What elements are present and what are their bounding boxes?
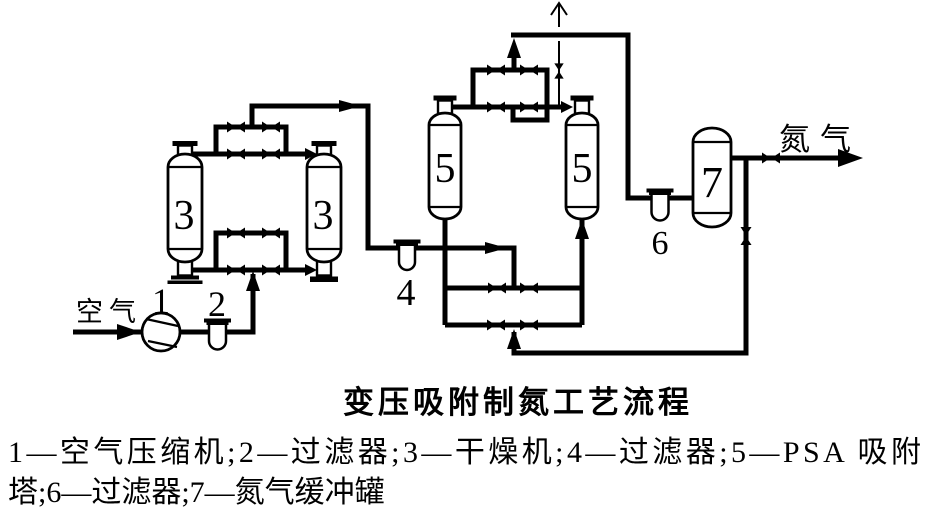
flow-arrow-icon <box>507 329 521 349</box>
pipe-dryer-bottom-bypass <box>213 230 289 270</box>
inlet-filter <box>204 318 231 351</box>
filter-pot <box>207 325 228 351</box>
flow-arrow-icon <box>305 148 317 160</box>
dryer-right <box>305 141 343 282</box>
flow-arrow-icon <box>561 101 573 113</box>
flow-arrow-icon <box>246 271 260 291</box>
flow-arrow-icon <box>117 324 141 340</box>
pipe-dryer-top-bypass <box>213 124 289 154</box>
pipe-product-header <box>511 32 694 201</box>
legend-line-1: 1—空气压缩机;2—过滤器;3—干燥机;4—过滤器;5—PSA 吸附 <box>8 436 921 469</box>
vent-line <box>550 1 568 107</box>
flow-arrow-icon <box>575 219 589 239</box>
legend-line-2: 塔;6—过滤器;7—氮气缓冲罐 <box>8 476 385 509</box>
compressor-blades-icon <box>145 317 179 349</box>
dryer-left <box>166 141 204 284</box>
flow-arrow-icon <box>838 149 863 167</box>
pipe-dryer-to-psa-feed <box>249 103 517 288</box>
nitrogen-outlet-label: 氮气 <box>779 122 861 157</box>
tag-psa-left: 5 <box>435 146 456 192</box>
psa-tower-left <box>427 95 463 221</box>
air-compressor <box>140 311 182 353</box>
flow-arrow-icon <box>485 242 507 254</box>
air-inlet-label: 空气 <box>76 297 142 327</box>
psa-tower-right <box>564 95 600 221</box>
tag-dryer-right: 3 <box>313 193 334 239</box>
pipe-psa-top-bypass <box>470 67 550 123</box>
labels: 空气 氮气 1 2 3 3 4 5 5 6 7 <box>76 122 861 327</box>
outlet-filter <box>646 188 674 222</box>
flow-arrow-icon <box>507 38 521 58</box>
mid-filter <box>393 239 421 272</box>
diagram-title: 变压吸附制氮工艺流程 <box>343 385 693 420</box>
filter-pot <box>650 195 670 222</box>
tag-compressor: 1 <box>152 281 170 321</box>
tag-outlet-filter: 6 <box>652 225 669 262</box>
flow-arrows <box>117 38 863 349</box>
tag-psa-right: 5 <box>572 146 593 192</box>
filter-pot <box>397 246 417 272</box>
tag-inlet-filter: 2 <box>208 284 226 324</box>
flow-arrow-icon <box>305 264 317 276</box>
tag-mid-filter: 4 <box>397 272 416 314</box>
vent-arrow-icon <box>550 1 568 16</box>
tag-dryer-left: 3 <box>174 193 195 239</box>
buffer-tank <box>691 126 733 229</box>
tag-buffer-tank: 7 <box>701 158 723 207</box>
flow-arrow-icon <box>339 100 361 112</box>
